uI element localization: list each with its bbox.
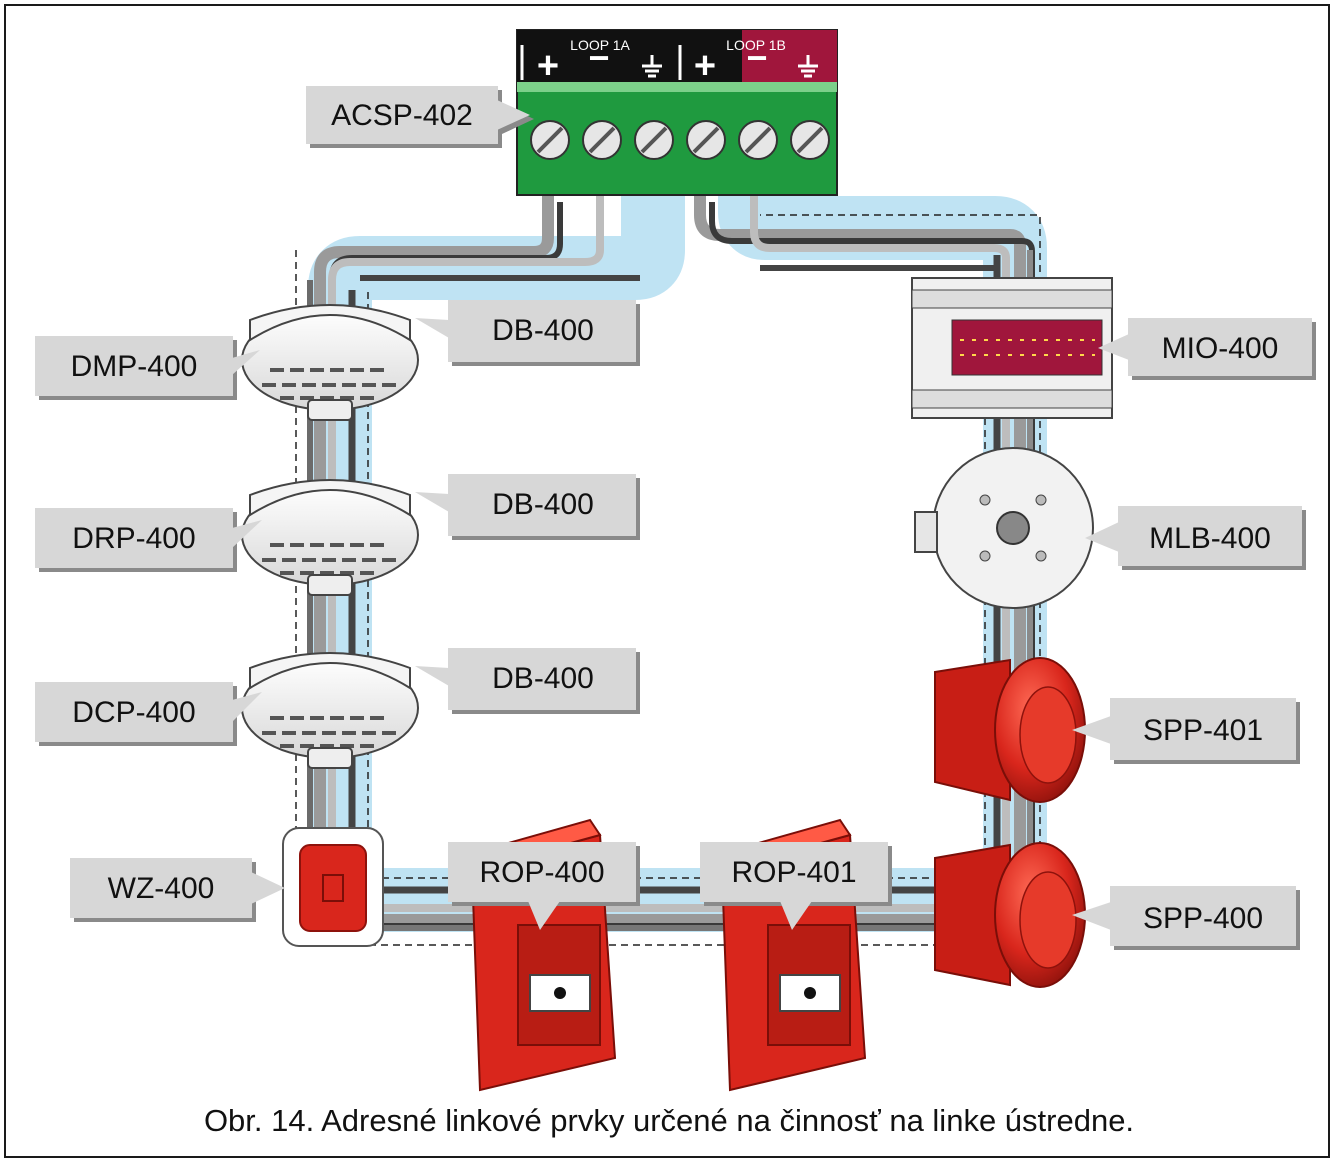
label-spp-401: SPP-401	[1072, 698, 1300, 764]
detector-dcp-400	[241, 652, 419, 769]
label-db-400-2: DB-400	[415, 474, 640, 540]
svg-text:MIO-400: MIO-400	[1162, 332, 1279, 365]
acsp-402-terminal-block: + − + − LOOP 1A LOOP 1B	[516, 29, 838, 196]
terminal-minus-1a: −	[588, 37, 609, 78]
mio-400-module	[911, 277, 1113, 419]
figure-caption: Obr. 14. Adresné linkové prvky určené na…	[203, 1103, 1135, 1138]
detector-dmp-400	[241, 304, 419, 421]
wz-400-indicator	[282, 827, 384, 947]
label-rop-400: ROP-400	[448, 842, 640, 930]
label-mlb-400: MLB-400	[1085, 506, 1306, 570]
svg-text:DRP-400: DRP-400	[72, 522, 195, 555]
label-dcp-400: DCP-400	[35, 682, 262, 746]
svg-text:ACSP-402: ACSP-402	[331, 99, 473, 132]
svg-text:SPP-400: SPP-400	[1143, 902, 1263, 935]
loop-1a-label: LOOP 1A	[570, 37, 630, 53]
spp-400-sounder	[934, 842, 1086, 988]
ground-symbol-icon	[642, 55, 662, 78]
terminal-minus-1b: −	[746, 37, 767, 78]
loop-1b-label: LOOP 1B	[726, 37, 786, 53]
label-acsp-402: ACSP-402	[306, 86, 534, 148]
spp-401-sounder	[934, 657, 1086, 803]
svg-text:ROP-400: ROP-400	[479, 856, 604, 889]
svg-text:DB-400: DB-400	[492, 488, 594, 521]
terminal-plus-1a: +	[537, 45, 559, 87]
svg-text:DB-400: DB-400	[492, 314, 594, 347]
terminal-plus-1b: +	[694, 45, 716, 87]
svg-text:WZ-400: WZ-400	[108, 872, 215, 905]
label-spp-400: SPP-400	[1072, 886, 1300, 950]
label-dmp-400: DMP-400	[35, 336, 260, 400]
svg-text:DCP-400: DCP-400	[72, 696, 195, 729]
label-wz-400: WZ-400	[70, 858, 285, 922]
svg-text:DMP-400: DMP-400	[71, 350, 198, 383]
terminal-screws	[530, 120, 830, 160]
detector-drp-400	[241, 479, 419, 596]
svg-text:SPP-401: SPP-401	[1143, 714, 1263, 747]
label-db-400-1: DB-400	[415, 300, 640, 366]
label-drp-400: DRP-400	[35, 508, 262, 572]
label-rop-401: ROP-401	[700, 842, 892, 930]
ground-symbol-icon	[798, 55, 818, 78]
label-mio-400: MIO-400	[1098, 318, 1316, 380]
mlb-400-base	[914, 447, 1094, 609]
svg-text:DB-400: DB-400	[492, 662, 594, 695]
svg-text:MLB-400: MLB-400	[1149, 522, 1271, 555]
figure-frame	[4, 4, 1330, 1158]
svg-text:ROP-401: ROP-401	[731, 856, 856, 889]
label-db-400-3: DB-400	[415, 648, 640, 714]
